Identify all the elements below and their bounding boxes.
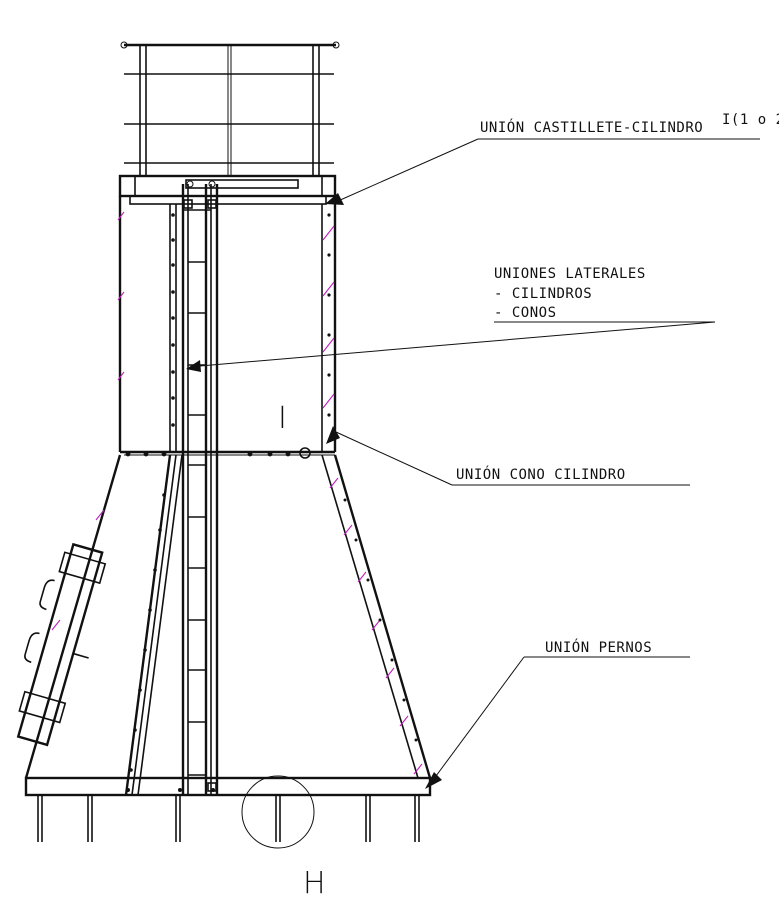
cylinder-body bbox=[117, 196, 337, 456]
cone-bolts bbox=[126, 493, 418, 792]
callout-leaders bbox=[186, 138, 760, 789]
label-uniones-laterales: UNIONES LATERALES bbox=[494, 266, 646, 282]
top-railing bbox=[120, 41, 340, 176]
label-conos: - CONOS bbox=[494, 305, 557, 321]
label-union-castillete: UNIÓN CASTILLETE-CILINDRO bbox=[480, 118, 703, 136]
side-bracket bbox=[16, 542, 107, 747]
label-union-cono: UNIÓN CONO CILINDRO bbox=[456, 465, 626, 483]
cylinder-bolts bbox=[125, 213, 331, 457]
marker-i: I bbox=[278, 401, 287, 436]
detail-h-circle bbox=[241, 775, 315, 849]
cone-body bbox=[24, 454, 432, 797]
label-cilindros: - CILINDROS bbox=[494, 286, 592, 302]
flange-bolt-circle bbox=[299, 447, 311, 459]
anchor-bolts bbox=[37, 795, 420, 842]
label-castillete-ref: I(1 o 2) bbox=[722, 112, 779, 128]
platform bbox=[118, 174, 337, 205]
ladder bbox=[181, 184, 219, 795]
marker-h: H bbox=[303, 866, 326, 901]
label-union-pernos: UNIÓN PERNOS bbox=[545, 638, 652, 656]
